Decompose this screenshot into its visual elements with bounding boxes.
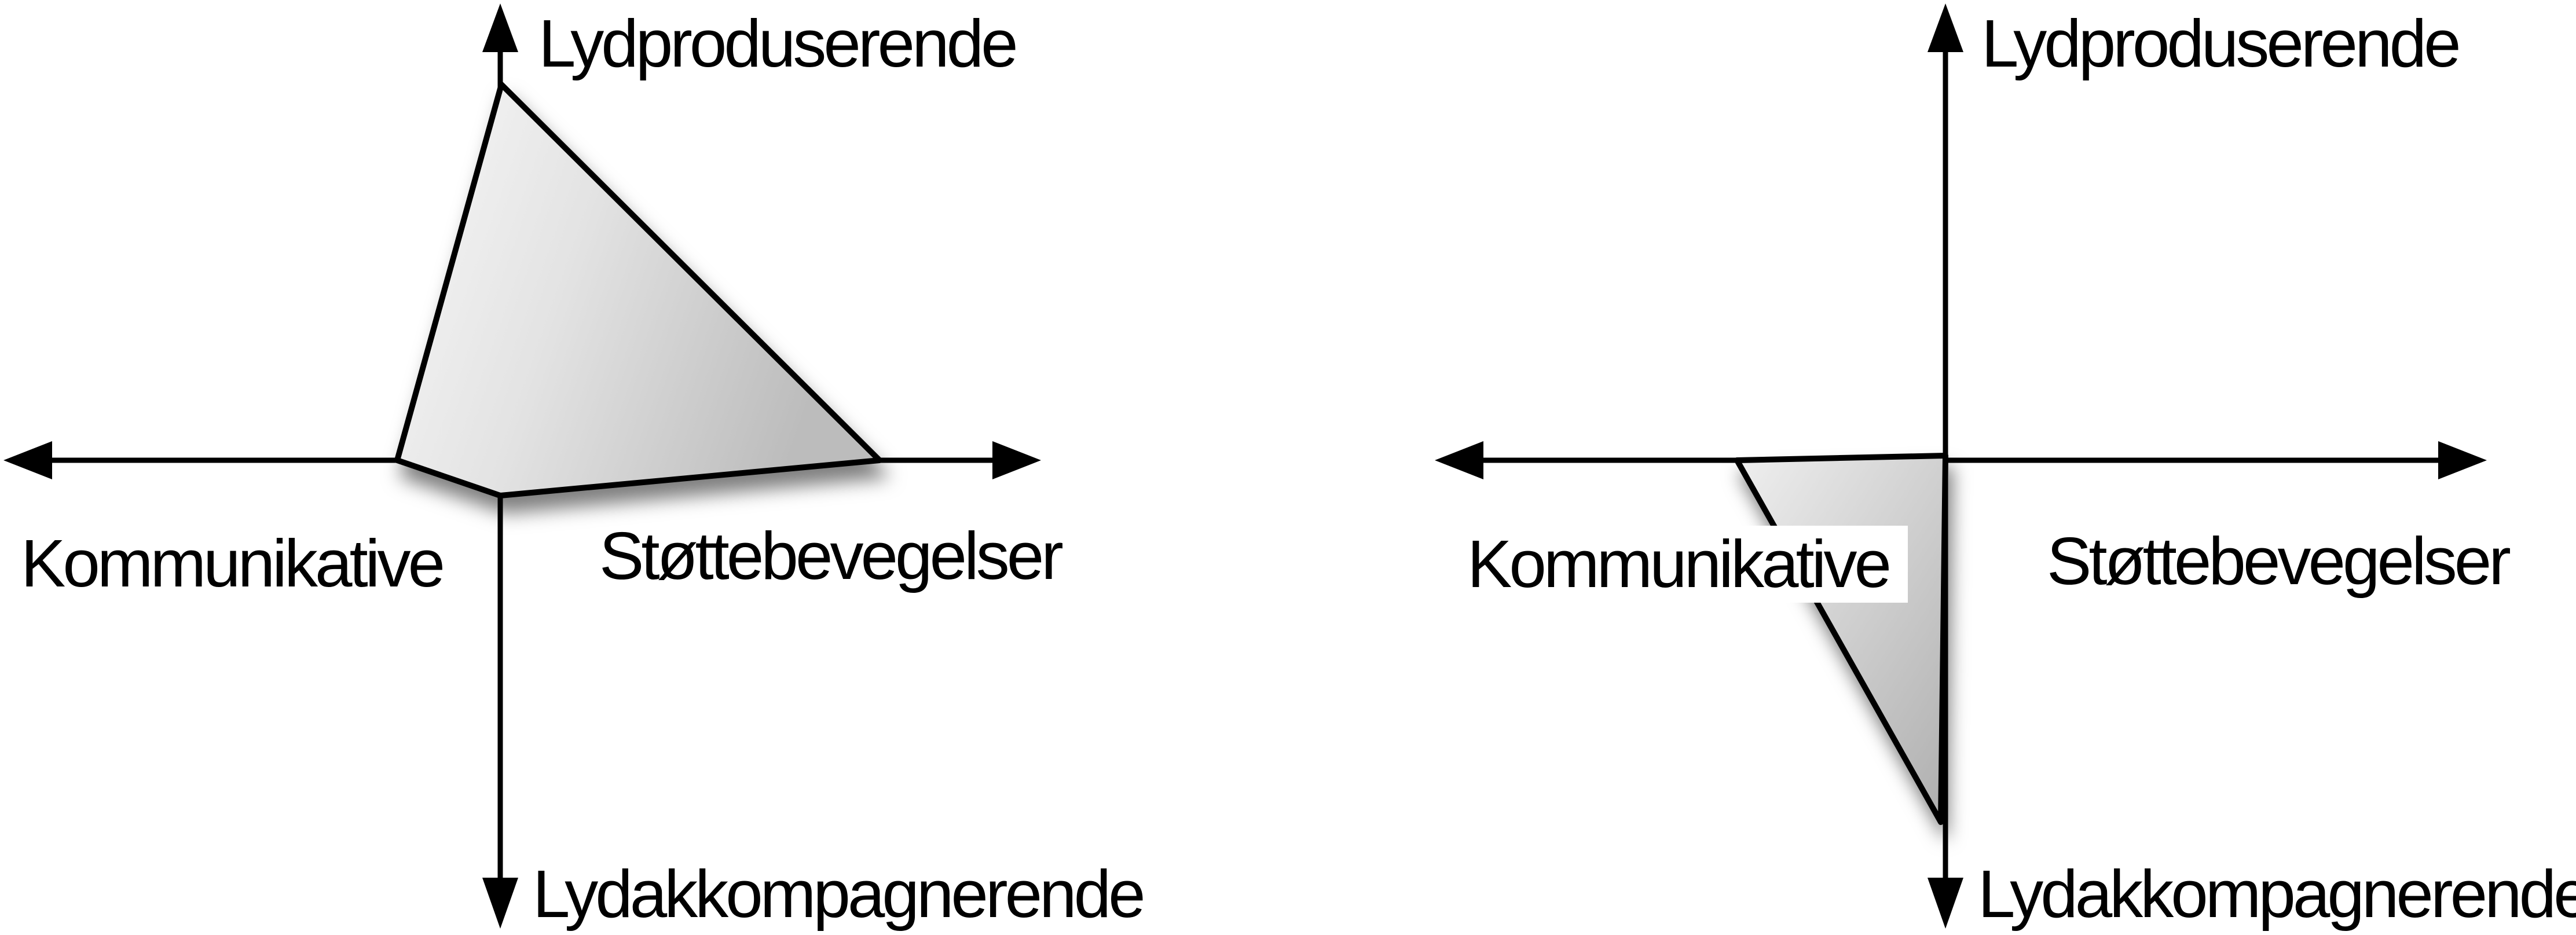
right-arrowhead-icon xyxy=(992,441,1041,479)
down-arrowhead-icon xyxy=(1928,878,1963,929)
left-diagram-left-axis-label: Kommunikative xyxy=(21,526,445,601)
down-arrowhead-icon xyxy=(482,878,518,929)
right-diagram-right-axis-label: Støttebevegelser xyxy=(2047,523,2511,599)
left-diagram-top-axis-label: Lydproduserende xyxy=(538,6,1018,81)
left-arrowhead-icon xyxy=(1435,441,1483,479)
left-shaded-region xyxy=(394,82,882,498)
right-diagram-bottom-axis-label: Lydakkompagnerende xyxy=(1978,856,2576,932)
left-diagram xyxy=(3,3,1041,929)
right-diagram-left-axis-label: Kommunikative xyxy=(1459,526,1908,603)
right-diagram-top-axis-label: Lydproduserende xyxy=(1981,6,2461,81)
right-shaded-region xyxy=(1734,453,1948,825)
right-diagram xyxy=(1435,3,2487,929)
left-arrowhead-icon xyxy=(3,441,52,479)
up-arrowhead-icon xyxy=(1928,3,1963,52)
left-diagram-bottom-axis-label: Lydakkompagnerende xyxy=(533,856,1146,932)
up-arrowhead-icon xyxy=(482,3,518,52)
right-arrowhead-icon xyxy=(2438,441,2487,479)
left-diagram-right-axis-label: Støttebevegelser xyxy=(599,518,1064,593)
